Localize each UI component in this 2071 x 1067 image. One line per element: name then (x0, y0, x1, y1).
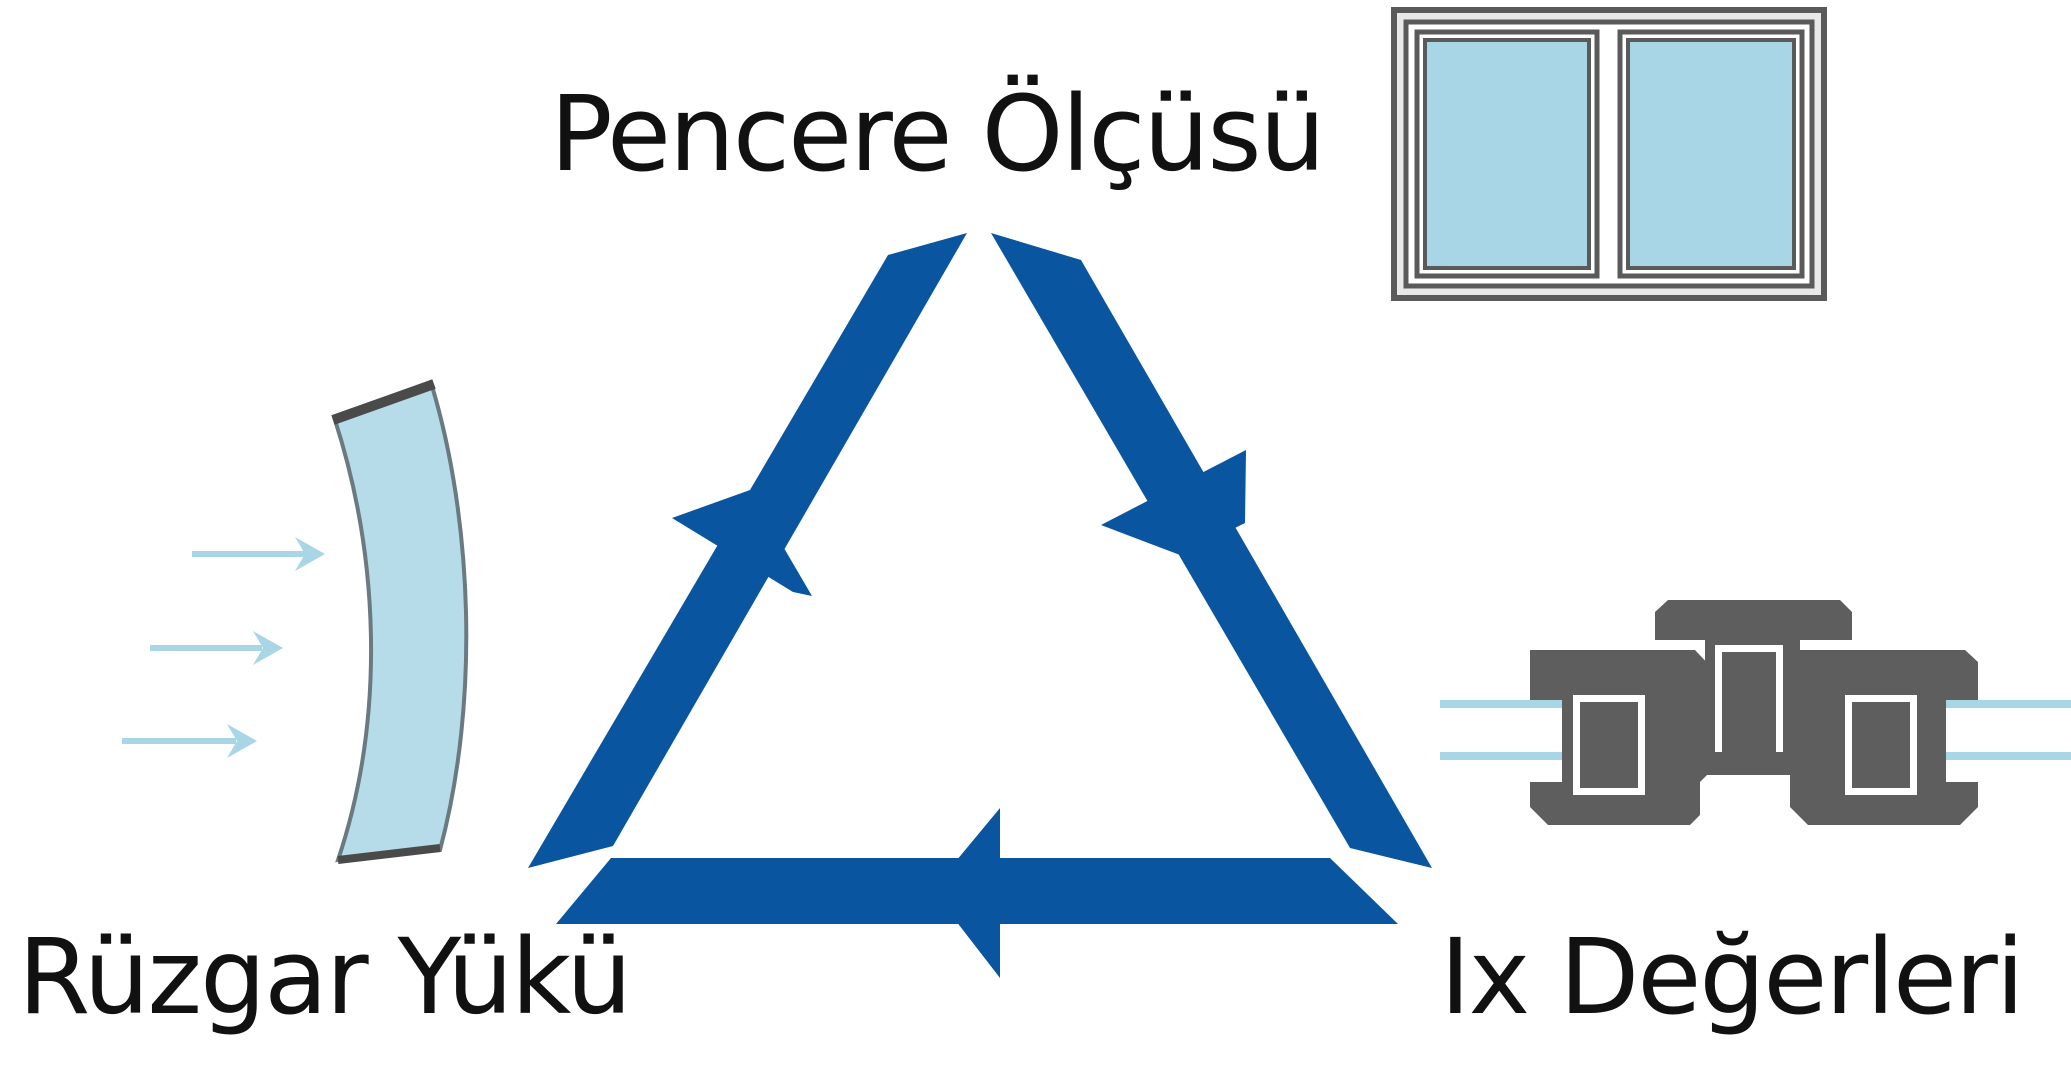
label-ix-values: Ix Değerleri (1440, 916, 2025, 1038)
profile-cross-section-icon (1440, 600, 2071, 825)
glass-top-edge (331, 379, 436, 425)
arrow-right-edge-head (1101, 450, 1246, 555)
cycle-triangle (528, 233, 1432, 978)
arrow-bottom-edge-head (932, 808, 1000, 978)
arrow-right-edge (991, 233, 1432, 868)
label-window-size: Pencere Ölçüsü (550, 73, 1326, 195)
wind-arrow-middle (150, 631, 283, 665)
wind-arrow-bottom (122, 724, 257, 758)
wind-arrow-top (192, 537, 325, 571)
glass-bottom-edge (337, 844, 441, 864)
bent-glass-panel (332, 383, 469, 863)
label-wind-load: Rüzgar Yükü (18, 916, 632, 1038)
window-icon (1391, 7, 1827, 301)
arrow-left-edge-head (672, 490, 812, 596)
bent-glass-wind-icon (122, 379, 469, 864)
